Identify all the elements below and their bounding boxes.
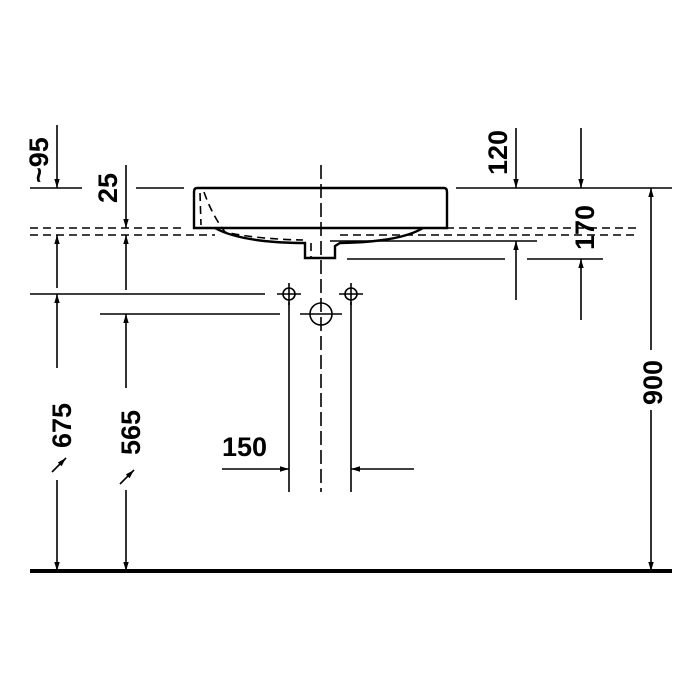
pointer-arrow-icon bbox=[51, 457, 67, 473]
dim-95-label: ~95 bbox=[24, 137, 54, 183]
dimension-arrows bbox=[54, 125, 654, 571]
dim-900-label: 900 bbox=[638, 360, 668, 405]
tap-holes bbox=[277, 283, 363, 305]
dim-565-label: 565 bbox=[116, 410, 146, 455]
pointer-arrow-icon bbox=[119, 469, 135, 485]
dim-170-label: 170 bbox=[570, 205, 600, 250]
countertop-lines bbox=[30, 227, 636, 236]
dim-675-label: 675 bbox=[47, 403, 77, 448]
pointer-icons bbox=[51, 457, 135, 485]
dim-150-label: 150 bbox=[222, 432, 267, 462]
dim-120-label: 120 bbox=[483, 130, 513, 175]
dim-25-label: 25 bbox=[93, 173, 123, 203]
drain-hole bbox=[300, 302, 342, 326]
extension-lines bbox=[30, 187, 672, 492]
